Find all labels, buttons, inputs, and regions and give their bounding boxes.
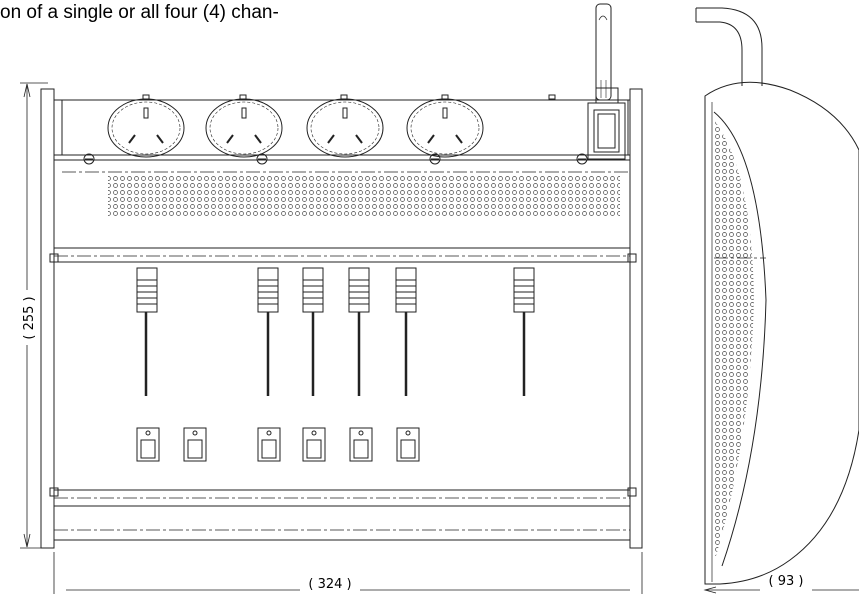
outlet — [107, 94, 185, 158]
power-switch — [587, 87, 626, 160]
fader — [513, 267, 535, 396]
push-button — [302, 427, 326, 462]
width-label: ( 324 ) — [308, 577, 351, 592]
fader — [302, 267, 324, 396]
screw — [429, 153, 441, 165]
left-post — [40, 88, 55, 549]
page-header-text: on of a single or all four (4) chan- — [0, 2, 279, 23]
fader — [348, 267, 370, 396]
push-button — [183, 427, 207, 462]
front-view: ( 255 ) — [20, 82, 643, 594]
push-button — [349, 427, 373, 462]
fader — [136, 267, 158, 396]
width-dimension: ( 324 ) — [53, 552, 643, 594]
ventilation-grill — [108, 174, 620, 218]
height-label: ( 255 ) — [22, 296, 37, 339]
side-view: ( 93 ) — [595, 3, 859, 594]
depth-dimension: ( 93 ) — [703, 574, 859, 594]
main-panel — [53, 99, 631, 541]
antenna — [595, 3, 763, 101]
height-dimension: ( 255 ) — [20, 82, 48, 549]
side-housing — [704, 81, 859, 585]
screw — [83, 153, 95, 165]
antenna-front — [595, 3, 612, 101]
outlet — [406, 94, 484, 158]
screw — [576, 153, 588, 165]
fader — [395, 267, 417, 396]
depth-label: ( 93 ) — [769, 574, 804, 589]
outlet — [205, 94, 283, 158]
screw — [256, 153, 268, 165]
right-post — [629, 88, 643, 549]
side-grill — [714, 120, 754, 556]
push-button — [136, 427, 160, 462]
push-button — [257, 427, 281, 462]
push-button — [396, 427, 420, 462]
fader — [257, 267, 279, 396]
outlet — [306, 94, 384, 158]
